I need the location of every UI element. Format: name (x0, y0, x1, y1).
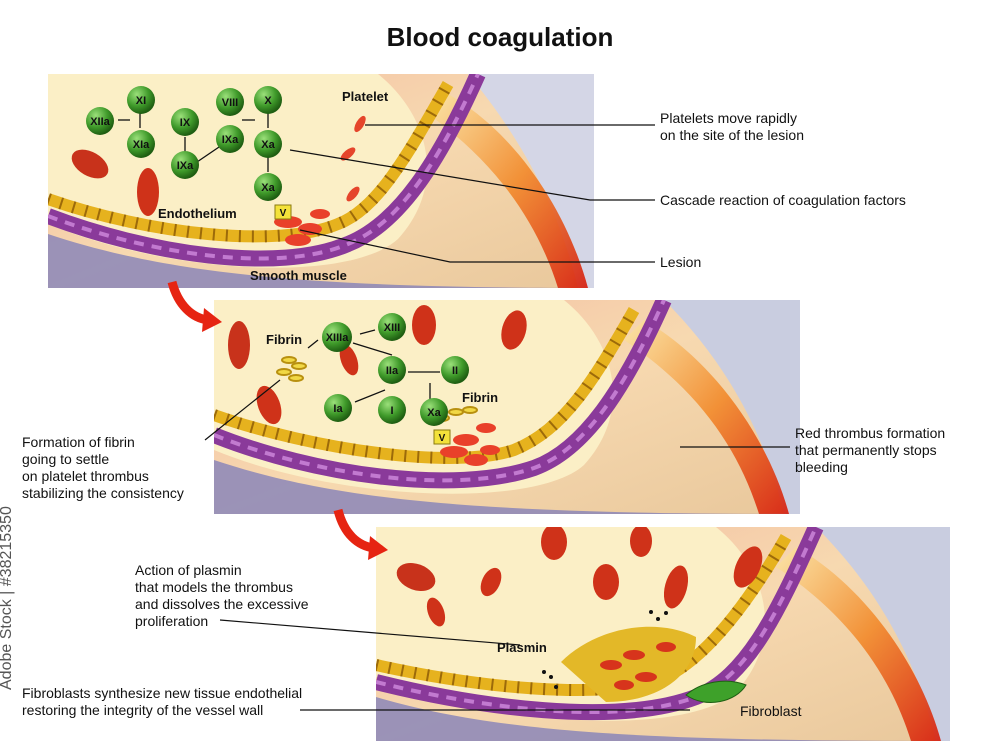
svg-text:XIII: XIII (384, 322, 401, 334)
note-fibroblasts: Fibroblasts synthesize new tissue endoth… (22, 685, 303, 718)
svg-text:V: V (439, 433, 446, 444)
note-lesion: Lesion (660, 254, 702, 270)
label-fibroblast: Fibroblast (740, 703, 802, 719)
panel-initiation-art (48, 74, 594, 288)
svg-text:Xa: Xa (261, 139, 275, 151)
factor-VIII: VIII (216, 88, 244, 116)
label-plasmin: Plasmin (497, 640, 547, 655)
factor-V: V (274, 204, 292, 220)
note-cascade: Cascade reaction of coagulation factors (660, 192, 906, 208)
note-fibrin-formation: Formation of fibrin going to settle on p… (22, 434, 184, 501)
svg-text:IIa: IIa (386, 365, 399, 377)
svg-text:XIa: XIa (133, 139, 150, 151)
svg-text:Ia: Ia (333, 403, 343, 415)
factor-II: II (441, 356, 469, 384)
factor-Xa: Xa (254, 130, 282, 158)
svg-text:II: II (452, 365, 458, 377)
panel-fibrin-formation (214, 300, 800, 514)
label-fibrin-left: Fibrin (266, 332, 303, 347)
factor-XI: XI (127, 86, 155, 114)
factor-XIII: XIII (378, 313, 406, 341)
factor-I: I (378, 396, 406, 424)
label-platelet: Platelet (342, 89, 389, 104)
label-smooth-muscle: Smooth muscle (250, 268, 347, 283)
diagram-title: Blood coagulation (386, 22, 614, 52)
flow-arrow-2-head (368, 536, 388, 560)
factor-IIa: IIa (378, 356, 406, 384)
svg-text:V: V (280, 208, 287, 219)
svg-text:XI: XI (136, 95, 146, 107)
factor-X: X (254, 86, 282, 114)
svg-text:XIIIa: XIIIa (326, 332, 350, 344)
svg-text:XIIa: XIIa (90, 116, 110, 128)
note-platelets: Platelets move rapidly on the site of th… (660, 110, 804, 143)
label-fibrin-right: Fibrin (462, 390, 499, 405)
factor-IX: IX (171, 108, 199, 136)
stock-watermark: Adobe Stock | #38215350 (0, 506, 15, 690)
factor-XIa: XIa (127, 130, 155, 158)
svg-text:IX: IX (180, 117, 191, 129)
svg-text:IXa: IXa (222, 134, 239, 146)
factor-XIIIa: XIIIa (322, 322, 352, 352)
factor-Xa-panel2: Xa (420, 398, 448, 426)
svg-text:Xa: Xa (261, 182, 275, 194)
svg-text:X: X (264, 95, 272, 107)
svg-text:VIII: VIII (222, 97, 239, 109)
note-red-thrombus: Red thrombus formation that permanently … (795, 425, 946, 475)
panel-initiation (48, 74, 594, 288)
panel-repair (376, 527, 950, 741)
panel-repair-art (376, 527, 950, 741)
note-plasmin-action: Action of plasmin that models the thromb… (135, 562, 309, 629)
svg-text:IXa: IXa (177, 160, 194, 172)
panel-fibrin-formation-art (214, 300, 800, 514)
label-endothelium: Endothelium (158, 206, 237, 221)
factor-V-panel2: V (433, 429, 451, 445)
leader-lines (204, 124, 790, 711)
flow-arrow-1-head (202, 308, 222, 332)
svg-text:I: I (390, 405, 393, 417)
factor-IXa: IXa (171, 151, 199, 179)
factor-Ia: Ia (324, 394, 352, 422)
factor-XIIa: XIIa (86, 107, 114, 135)
factor-IXa-complex: IXa (216, 125, 244, 153)
factor-Xa-bound: Xa (254, 173, 282, 201)
svg-text:Xa: Xa (427, 407, 441, 419)
